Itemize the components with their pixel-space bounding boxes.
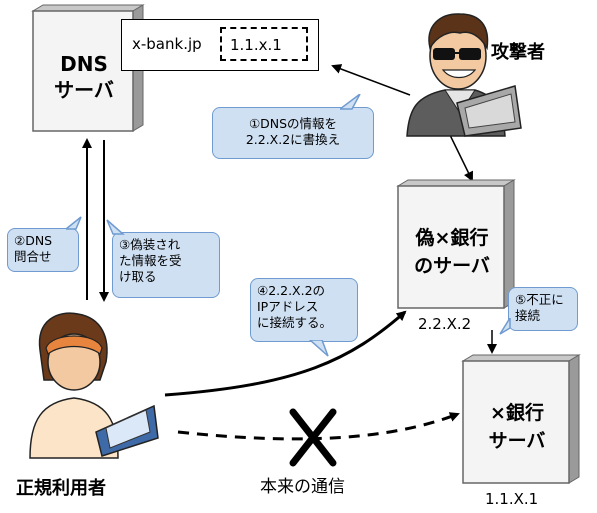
step2-text-1: ②DNS [14, 233, 53, 248]
step5-text-1: ⑤不正に [515, 292, 564, 307]
step4-text-2: IPアドレス [257, 299, 319, 314]
step3-callout-tail [106, 219, 125, 235]
step2-callout: ②DNS 問合せ [7, 228, 79, 272]
step5-callout: ⑤不正に 接続 [508, 287, 578, 331]
fake-server-label-1: 偽×銀行 [415, 227, 489, 249]
user-figure [18, 310, 178, 460]
normal-route-label: 本来の通信 [260, 477, 345, 497]
real-server-label-1: ×銀行 [490, 402, 544, 424]
step2-callout-tail [66, 216, 82, 230]
step4-text-1: ④2.2.X.2の [257, 283, 326, 298]
step5-text-2: 接続 [515, 308, 541, 323]
step1-text-2: 2.2.X.2に書換え [245, 132, 341, 147]
dns-record-domain: x-bank.jp [132, 35, 202, 53]
step3-text-1: ③偽装され [119, 237, 181, 252]
server-icon [396, 179, 516, 309]
attacker-label: 攻撃者 [491, 42, 545, 63]
dns-record-box: x-bank.jp 1.1.x.1 [121, 19, 319, 71]
arrow-normal-route [177, 412, 460, 441]
attacker-figure [395, 8, 525, 138]
dns-server-label-2: サーバ [54, 78, 114, 102]
dns-record-ip-box: 1.1.x.1 [220, 27, 308, 61]
real-bank-server: ×銀行 サーバ [461, 354, 581, 485]
attacker-icon [406, 13, 522, 137]
user-label: 正規利用者 [16, 478, 106, 499]
real-server-ip: 1.1.X.1 [485, 490, 539, 508]
arrow-user-to-fake-server [164, 310, 407, 397]
step3-text-3: け取る [119, 269, 157, 284]
fake-server-label-2: のサーバ [414, 255, 490, 277]
real-server-label-2: サーバ [488, 430, 546, 452]
step4-text-3: に接続する。 [257, 315, 333, 330]
step1-callout-tail [340, 94, 361, 110]
step4-callout-tail [308, 340, 329, 357]
fake-bank-server: 偽×銀行 のサーバ [396, 179, 516, 310]
step2-text-2: 問合せ [14, 249, 52, 264]
step4-callout: ④2.2.X.2の IPアドレス に接続する。 [250, 278, 358, 342]
step5-callout-tail [499, 318, 511, 335]
step3-text-2: た情報を受 [119, 253, 182, 268]
step1-text-1: ①DNSの情報を [248, 116, 338, 131]
step3-callout: ③偽装され た情報を受 け取る [112, 232, 220, 298]
server-icon [461, 354, 581, 484]
dns-record-ip: 1.1.x.1 [230, 36, 282, 54]
arrow-attacker-to-dns [331, 64, 411, 96]
dns-server-label-1: DNS [60, 52, 108, 76]
blocked-x-mark [289, 408, 337, 467]
step1-callout: ①DNSの情報を 2.2.X.2に書換え [212, 107, 374, 159]
fake-server-ip: 2.2.X.2 [418, 315, 472, 333]
arrow-attacker-to-fake-server [449, 134, 473, 182]
user-icon [29, 312, 159, 459]
